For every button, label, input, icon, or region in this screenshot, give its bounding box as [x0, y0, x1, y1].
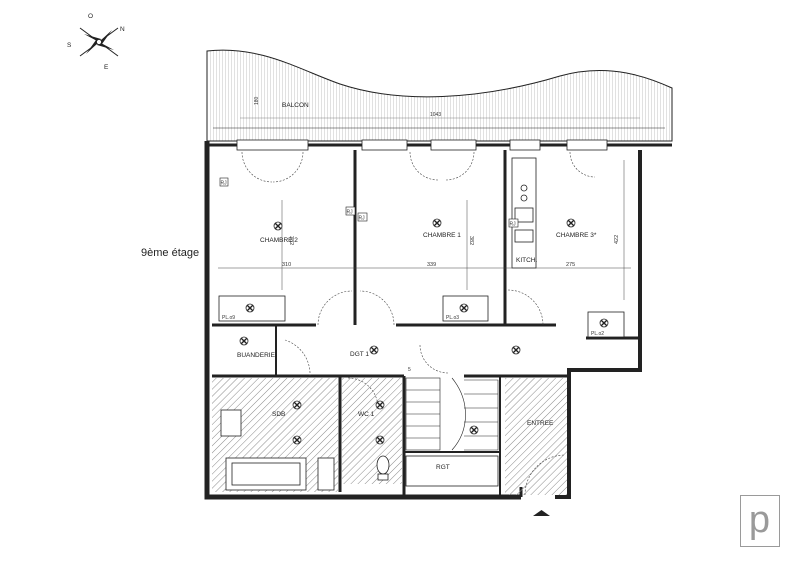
kitchen-counter [511, 157, 537, 269]
closets [218, 295, 625, 338]
compass-rose-icon [79, 27, 119, 57]
interior-walls [212, 150, 640, 497]
ceiling-light-icon [375, 400, 385, 410]
balcon-width: 1043 [430, 112, 441, 118]
ceiling-light-icon [245, 303, 255, 313]
closet-label-2: PL.o3 [446, 315, 459, 321]
rj-label-4: RJ [221, 181, 228, 187]
room-label-wc: WC 1 [358, 411, 375, 418]
hatched-areas [212, 378, 567, 495]
brand-logo: p [740, 495, 780, 547]
dim-chambre1-height: 382 [468, 236, 474, 245]
compass-east: E [104, 64, 109, 71]
ceiling-light-icon [566, 218, 576, 228]
rj-sockets [219, 177, 519, 228]
ceiling-light-icon [292, 400, 302, 410]
rj-label-3: RJ [510, 222, 517, 228]
floor-level-label: 9ème étage [141, 247, 200, 259]
room-label-sdb: SDB [272, 411, 285, 418]
room-label-entree: ENTREE [527, 420, 554, 427]
logo-p-glyph-icon: p [749, 499, 770, 541]
dimension-lines [218, 160, 631, 300]
dim-chambre3-height: 422 [614, 235, 620, 244]
closet-label-3: PL.o2 [591, 331, 604, 337]
room-label-chambre2: CHAMBRE 2 [260, 237, 298, 244]
balcony [206, 49, 673, 142]
light-fixtures [239, 218, 609, 445]
compass-north: N [120, 26, 125, 33]
ceiling-light-icon [511, 345, 521, 355]
ceiling-light-icon [459, 303, 469, 313]
room-label-chambre1: CHAMBRE 1 [423, 232, 461, 239]
ceiling-light-icon [599, 318, 609, 328]
ceiling-light-icon [292, 435, 302, 445]
stairs [405, 377, 499, 451]
room-label-chambre3: CHAMBRE 3* [556, 232, 597, 239]
rj-label-1: RJ [347, 210, 354, 216]
room-label-kitchen: KITCH. [516, 257, 538, 264]
room-label-rgt: RGT [436, 464, 450, 471]
room-label-dgt: DGT 1 [350, 351, 369, 358]
closet-label-1: PL.o9 [222, 315, 235, 321]
dim-chambre2-height: 382 [288, 236, 294, 245]
balcon-depth: 180 [254, 96, 260, 105]
facade-windows [236, 139, 608, 151]
compass-west: O [88, 13, 93, 20]
ceiling-light-icon [469, 425, 479, 435]
bathroom-fixtures [220, 409, 499, 491]
stair-step-number: 5 [408, 367, 411, 373]
room-label-buanderie: BUANDERIE [237, 352, 276, 359]
ceiling-light-icon [273, 221, 283, 231]
rj-label-2: RJ [359, 216, 366, 222]
ceiling-light-icon [375, 435, 385, 445]
balcon-label: BALCON [282, 102, 309, 109]
compass-south: S [67, 42, 72, 49]
ceiling-light-icon [432, 218, 442, 228]
dim-chambre2-width: 310 [282, 262, 291, 268]
entrance-arrow-icon [533, 510, 550, 516]
ceiling-light-icon [239, 336, 249, 346]
ceiling-light-icon [369, 345, 379, 355]
dim-chambre1-width: 339 [427, 262, 436, 268]
dim-chambre3-width: 275 [566, 262, 575, 268]
logo-letter: p [749, 499, 770, 541]
